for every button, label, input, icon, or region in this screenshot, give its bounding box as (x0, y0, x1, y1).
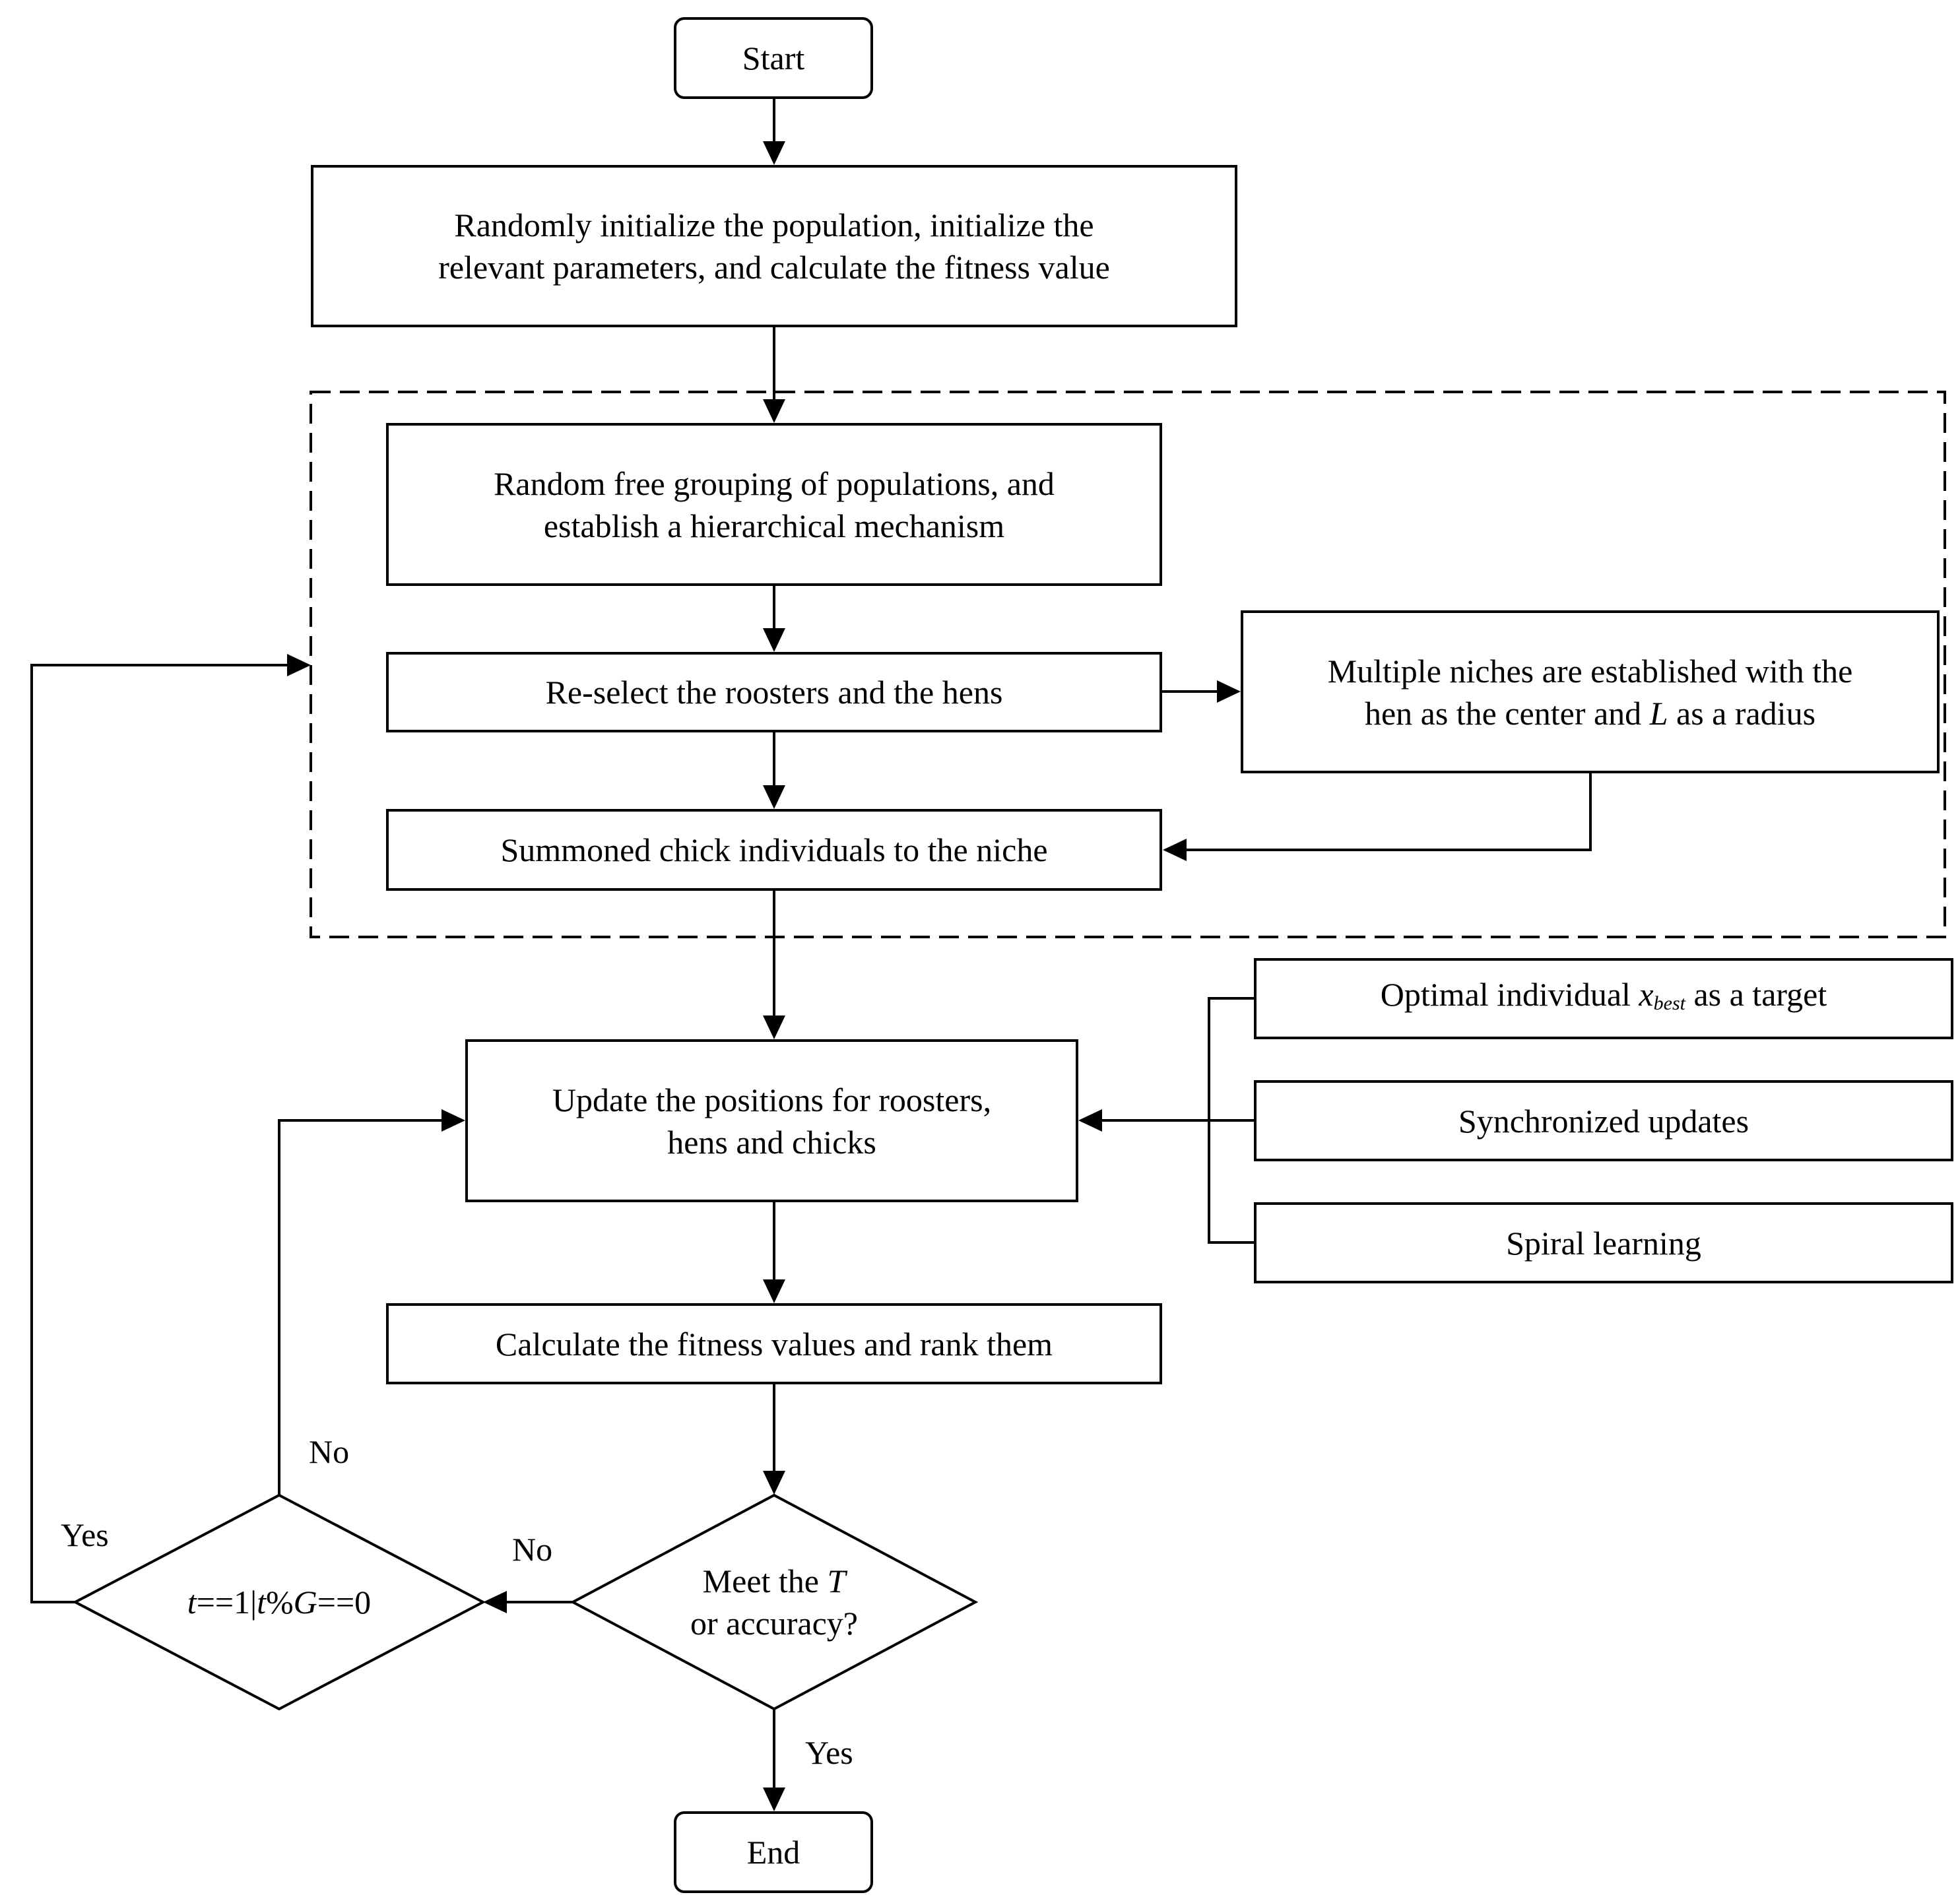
decision-cond-diamond (72, 1493, 486, 1711)
grouping-text: Random free grouping of populations, and… (494, 465, 1055, 544)
niches-text: Multiple niches are established with the… (1327, 652, 1853, 732)
arrowhead-reselect (763, 628, 785, 652)
niches-box: Multiple niches are established with the… (1241, 610, 1940, 773)
edge-niches-to-summon (1186, 773, 1592, 851)
update-positions-text: Update the positions for roosters, hens … (552, 1081, 992, 1161)
spiral-learning-text: Spiral learning (1506, 1224, 1701, 1262)
synchronized-updates-box: Synchronized updates (1254, 1080, 1953, 1161)
arrowhead-meet (763, 1471, 785, 1495)
arrowhead-frame (287, 654, 311, 676)
summon-text: Summoned chick individuals to the niche (500, 831, 1048, 868)
synchronized-updates-text: Synchronized updates (1458, 1102, 1749, 1140)
summon-box: Summoned chick individuals to the niche (386, 809, 1162, 891)
label-no-meet: No (512, 1531, 553, 1568)
start-label: Start (742, 40, 805, 77)
arrowhead-cond (483, 1591, 507, 1613)
edge-cond-to-frame (30, 664, 288, 1603)
optimal-individual-text: Optimal individual xbest as a target (1380, 975, 1827, 1014)
end-node: End (674, 1811, 873, 1893)
reselect-box: Re-select the roosters and the hens (386, 652, 1162, 732)
init-population-text: Randomly initialize the population, init… (438, 207, 1110, 286)
arrowhead-fitness (763, 1279, 785, 1303)
arrowhead-init (763, 141, 785, 165)
end-label: End (746, 1834, 800, 1871)
label-yes-meet: Yes (805, 1734, 853, 1771)
arrowhead-update-side (1078, 1109, 1102, 1132)
spiral-learning-box: Spiral learning (1254, 1202, 1953, 1283)
label-yes-cond: Yes (61, 1516, 109, 1553)
dashed-group-frame (310, 391, 1946, 938)
arrowhead-update (763, 1015, 785, 1039)
init-population-box: Randomly initialize the population, init… (311, 165, 1237, 327)
arrowhead-summon (763, 785, 785, 809)
reselect-text: Re-select the roosters and the hens (545, 674, 1003, 711)
arrowhead-niches (1217, 680, 1241, 703)
grouping-box: Random free grouping of populations, and… (386, 423, 1162, 586)
start-node: Start (674, 17, 873, 99)
update-positions-box: Update the positions for roosters, hens … (465, 1039, 1078, 1202)
arrowhead-update-loop (441, 1109, 465, 1132)
optimal-individual-box: Optimal individual xbest as a target (1254, 958, 1953, 1039)
fitness-rank-text: Calculate the fitness values and rank th… (495, 1325, 1053, 1363)
arrowhead-group (763, 399, 785, 423)
decision-cond-text: t==1|t%G==0 (187, 1584, 372, 1621)
fitness-rank-box: Calculate the fitness values and rank th… (386, 1303, 1162, 1384)
decision-meet-text: Meet the T or accuracy? (690, 1563, 858, 1642)
edge-cond-to-update (278, 1119, 442, 1495)
arrowhead-summon-side (1163, 839, 1187, 861)
label-no-cond: No (309, 1433, 350, 1470)
arrowhead-end (763, 1788, 785, 1811)
